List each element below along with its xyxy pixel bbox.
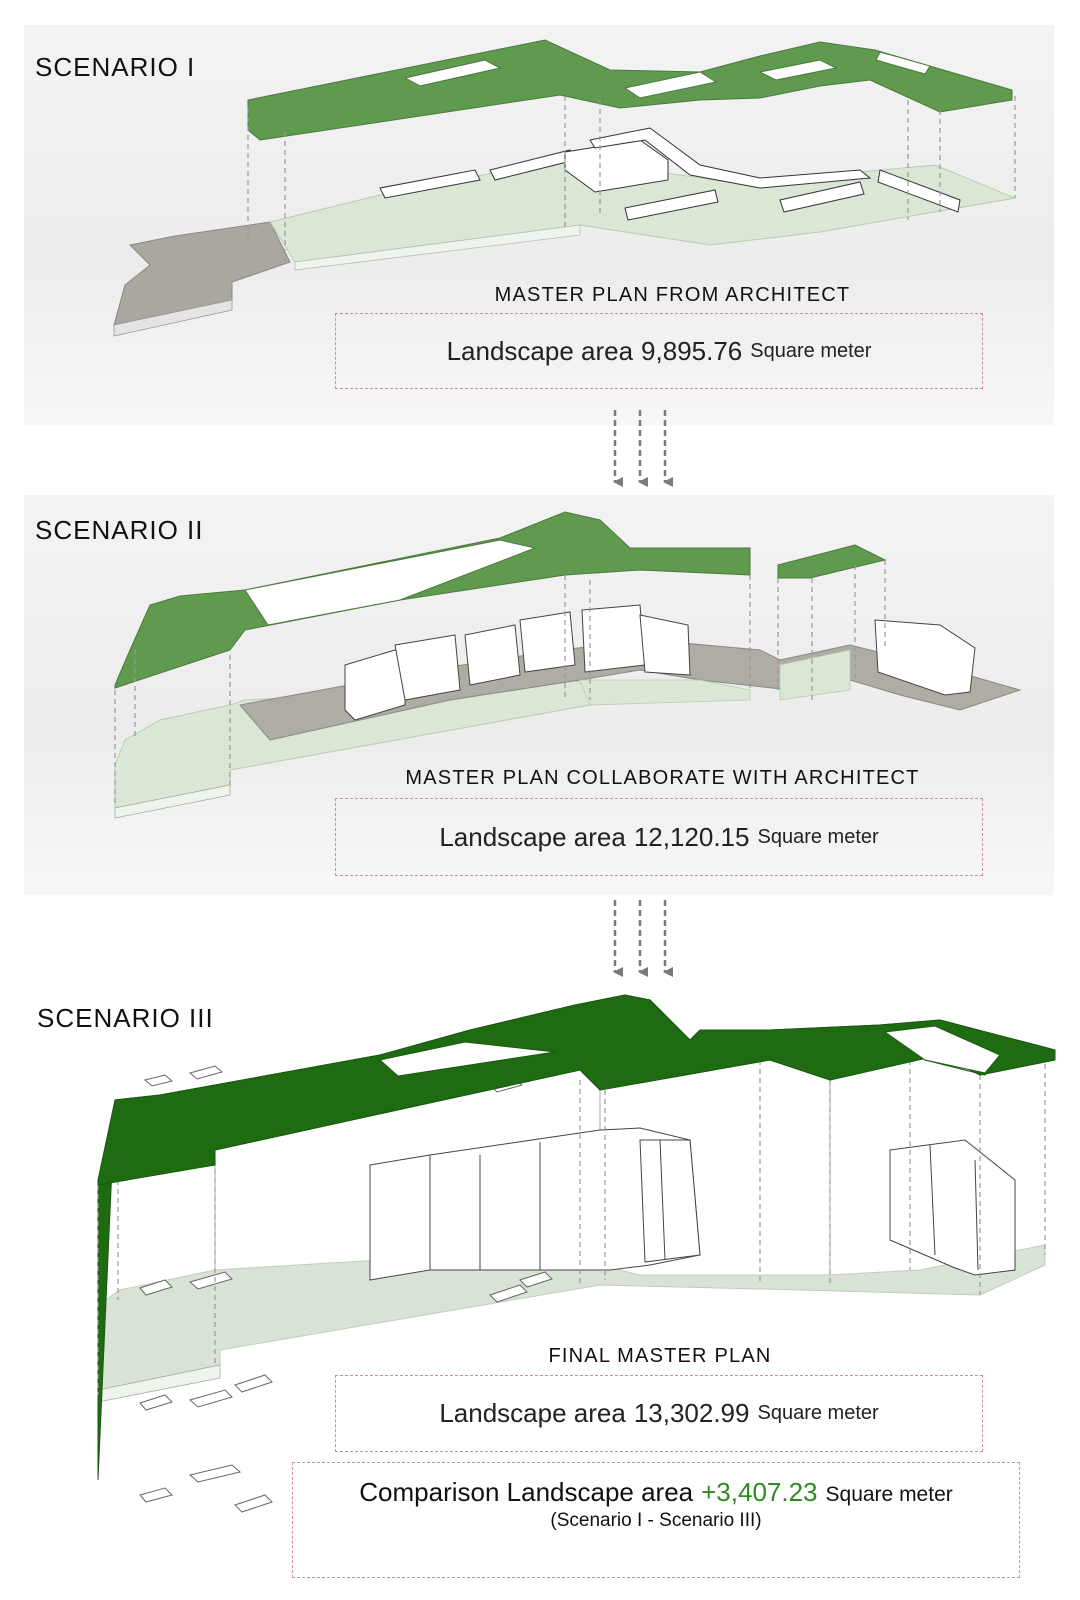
scenario-2-title: SCENARIO II (35, 515, 204, 545)
scenario-1-title: SCENARIO I (35, 52, 196, 82)
down-arrow-icon (613, 410, 673, 487)
area-value: 12,120.15 (633, 821, 750, 852)
area-unit: Square meter (750, 339, 872, 362)
area-label: Landscape area (446, 335, 634, 366)
comparison-unit: Square meter (825, 1483, 953, 1506)
scenario-3-plan-label: FINAL MASTER PLAN (548, 1345, 772, 1367)
paved-ground (113, 221, 291, 326)
down-arrow-icon (613, 900, 673, 977)
area-label: Landscape area (439, 1398, 626, 1428)
roof-plane (114, 511, 751, 689)
scenario-3-title: SCENARIO III (37, 1003, 214, 1033)
area-label: Landscape area (439, 821, 626, 852)
comparison-value: +3,407.23 (701, 1477, 818, 1507)
comparison-line: Comparison Landscape area+3,407.23 Square… (293, 1477, 1019, 1508)
scenario-2-plan-label: MASTER PLAN COLLABORATE WITH ARCHITECT (405, 767, 920, 789)
area-unit: Square meter (757, 825, 879, 848)
scenario-2-area-box: Landscape area 12,120.15 Square meter (335, 798, 983, 876)
scenario-2-illustration (114, 511, 1022, 819)
roof-plane (777, 544, 887, 579)
area-value: 9,895.76 (641, 335, 743, 366)
scenario-1-plan-label: MASTER PLAN FROM ARCHITECT (494, 284, 851, 306)
area-value: 13,302.99 (633, 1398, 750, 1428)
comparison-note: (Scenario I - Scenario III) (550, 1510, 762, 1531)
scenario-1-illustration (113, 39, 1017, 337)
scenario-1-area-box: Landscape area 9,895.76 Square meter (335, 313, 983, 389)
scenario-3-area-box: Landscape area 13,302.99 Square meter (335, 1375, 983, 1452)
area-unit: Square meter (757, 1402, 879, 1424)
comparison-box: Comparison Landscape area+3,407.23 Square… (292, 1462, 1020, 1578)
comparison-label: Comparison Landscape area (359, 1477, 694, 1507)
